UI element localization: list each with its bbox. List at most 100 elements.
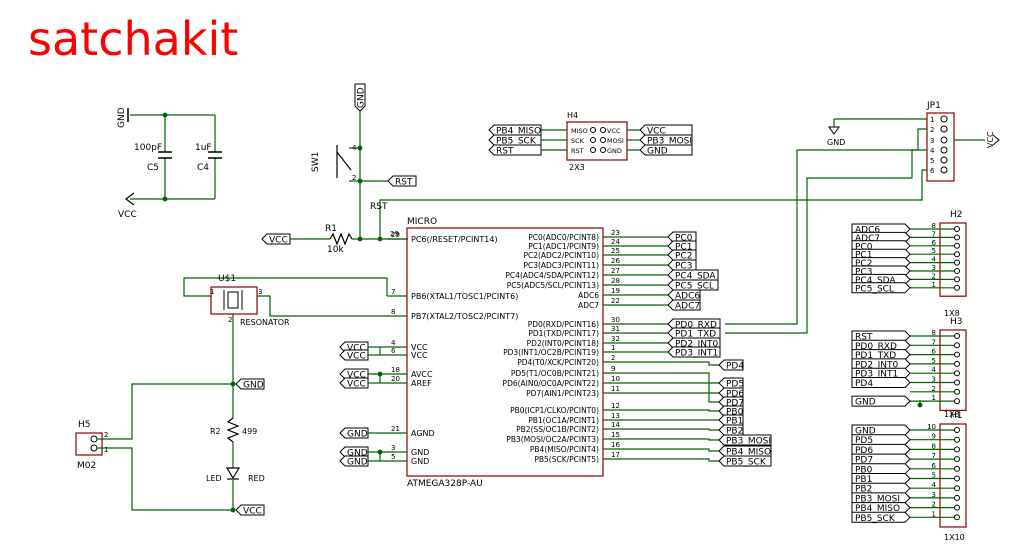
net-flag [235,504,265,516]
net-flag-label: PC4_SDA [675,272,716,282]
mcu-pin-number: 9 [611,365,615,373]
net-flag-label: VCC [347,371,366,381]
mcu-pin-label: VCC [411,343,428,352]
resonator-label: RESONATOR [240,318,290,327]
connector-pin [954,398,960,405]
mcu-pin-number: 29 [391,231,400,239]
connector-pin-number: 10 [927,423,936,431]
net-flag-label: PD0_RXD [675,321,717,331]
net-flag [639,134,693,146]
wire [663,428,719,431]
resistor-r1-name: R1 [325,224,337,234]
mcu-pin-label: PB3(MOSI/OC2A/PCINT3) [506,435,599,444]
connector-pin [954,226,960,232]
mcu-pin-number: 26 [611,257,620,265]
mcu-pin-number: 1 [611,344,615,352]
connector-pin-number: 8 [932,329,936,337]
connector-pin [600,137,606,143]
net-flag [718,445,772,457]
connector-pin [954,370,960,377]
resonator-name: U$1 [218,274,236,284]
net-flag [718,377,744,389]
connector-pin [954,351,960,358]
net-flag-label: GND [347,430,368,440]
connector-jp1-name: JP1 [926,101,941,111]
mcu-pin-label: AREF [411,379,432,388]
connector-pin-number: 6 [932,348,937,356]
connector-label: 1X8 [944,309,960,318]
wire [663,361,719,366]
connector-pin-number: 2 [932,501,936,509]
gnd-symbol [828,126,840,135]
vcc-label: VCC [118,210,137,220]
connector-pin-label: MISO [571,127,588,135]
net-flag-label: PD5 [726,380,744,390]
mcu-pin-label: PC5(ADC5/SCL/PCINT13) [507,281,599,290]
connector-pin-number: 5 [930,157,934,165]
mcu-pin-number: 2 [611,354,615,362]
net-flag-label: PD7 [855,456,873,466]
net-flag [851,339,911,351]
net-flag-label: PB2 [726,427,743,437]
net-flag [851,358,911,370]
schematic-title: satchakit [28,12,239,66]
mcu-pin-label: PB7(XTAL2/TOSC2/PCINT7) [411,312,518,321]
rst-label: RST [370,202,388,212]
junction-dot [162,196,168,202]
net-flag-label: VCC [347,344,366,354]
connector-pin-number: 4 [932,256,937,264]
mcu-pin-label: PB0(ICP1/CLKO/PCINT0) [510,406,599,415]
mcu-pin-number: 16 [611,441,620,449]
switch-pin: 2 [352,174,356,182]
net-flag-label: PC5_SCL [855,284,894,294]
net-flag [851,282,911,294]
connector-label: 1X8 [944,410,960,419]
mcu-pin-number: 4 [391,339,396,347]
net-flag-label: GND [647,147,668,157]
resonator-pin: 3 [258,288,262,296]
switch-name: SW1 [311,152,321,172]
connector-pin-number: 2 [932,272,936,280]
net-flag [851,443,911,455]
wire [110,447,233,511]
mcu-pin-number: 5 [391,453,395,461]
net-flag [851,473,911,484]
connector-h2 [939,222,967,297]
net-flag [851,349,911,361]
net-flag [851,502,911,514]
connector-pin [954,242,960,249]
net-flag-label: PC1 [855,251,872,261]
mcu-pin-number: 7 [391,288,395,296]
net-flag [851,395,911,407]
wire [349,111,361,149]
net-flag [718,434,772,446]
net-flag-label: PB4_MISO [855,504,900,514]
connector-pin-number: 1 [930,116,934,124]
capacitor-c4-value: 1uF [195,143,212,153]
mcu-pin-label: ADC6 [578,291,599,300]
mcu-pin-number: 18 [391,366,400,374]
net-flag [235,378,265,390]
mcu-pin-number: 19 [611,287,620,295]
mcu-pin-number: 13 [611,412,620,420]
net-flag-label: ADC7 [675,302,700,312]
net-flag-label: RST [395,178,413,188]
connector-pin [954,276,960,283]
connector-pin [940,125,948,133]
net-flag [851,424,911,436]
connector-pin-number: 8 [932,442,936,450]
connector-pin-number: 5 [932,357,936,365]
mcu-pin-number: 15 [611,431,620,439]
net-flag [387,175,417,187]
connector-pin [940,166,948,174]
mcu-pin-label: PD0(RXD/PCINT16) [528,320,599,329]
mcu-pin-label: PB2(SS/OC1B/PCINT2) [516,425,599,434]
mcu-part: ATMEGA328P-AU [407,479,483,489]
mcu-pin-number: 21 [391,425,400,433]
connector-pin-number: 1 [932,510,936,518]
connector-pin [590,137,596,143]
connector-pin-number: 7 [932,230,936,238]
led-name: LED [206,474,222,483]
mcu-pin-number: 17 [611,451,620,459]
connector-pin-number: 2 [104,431,108,439]
